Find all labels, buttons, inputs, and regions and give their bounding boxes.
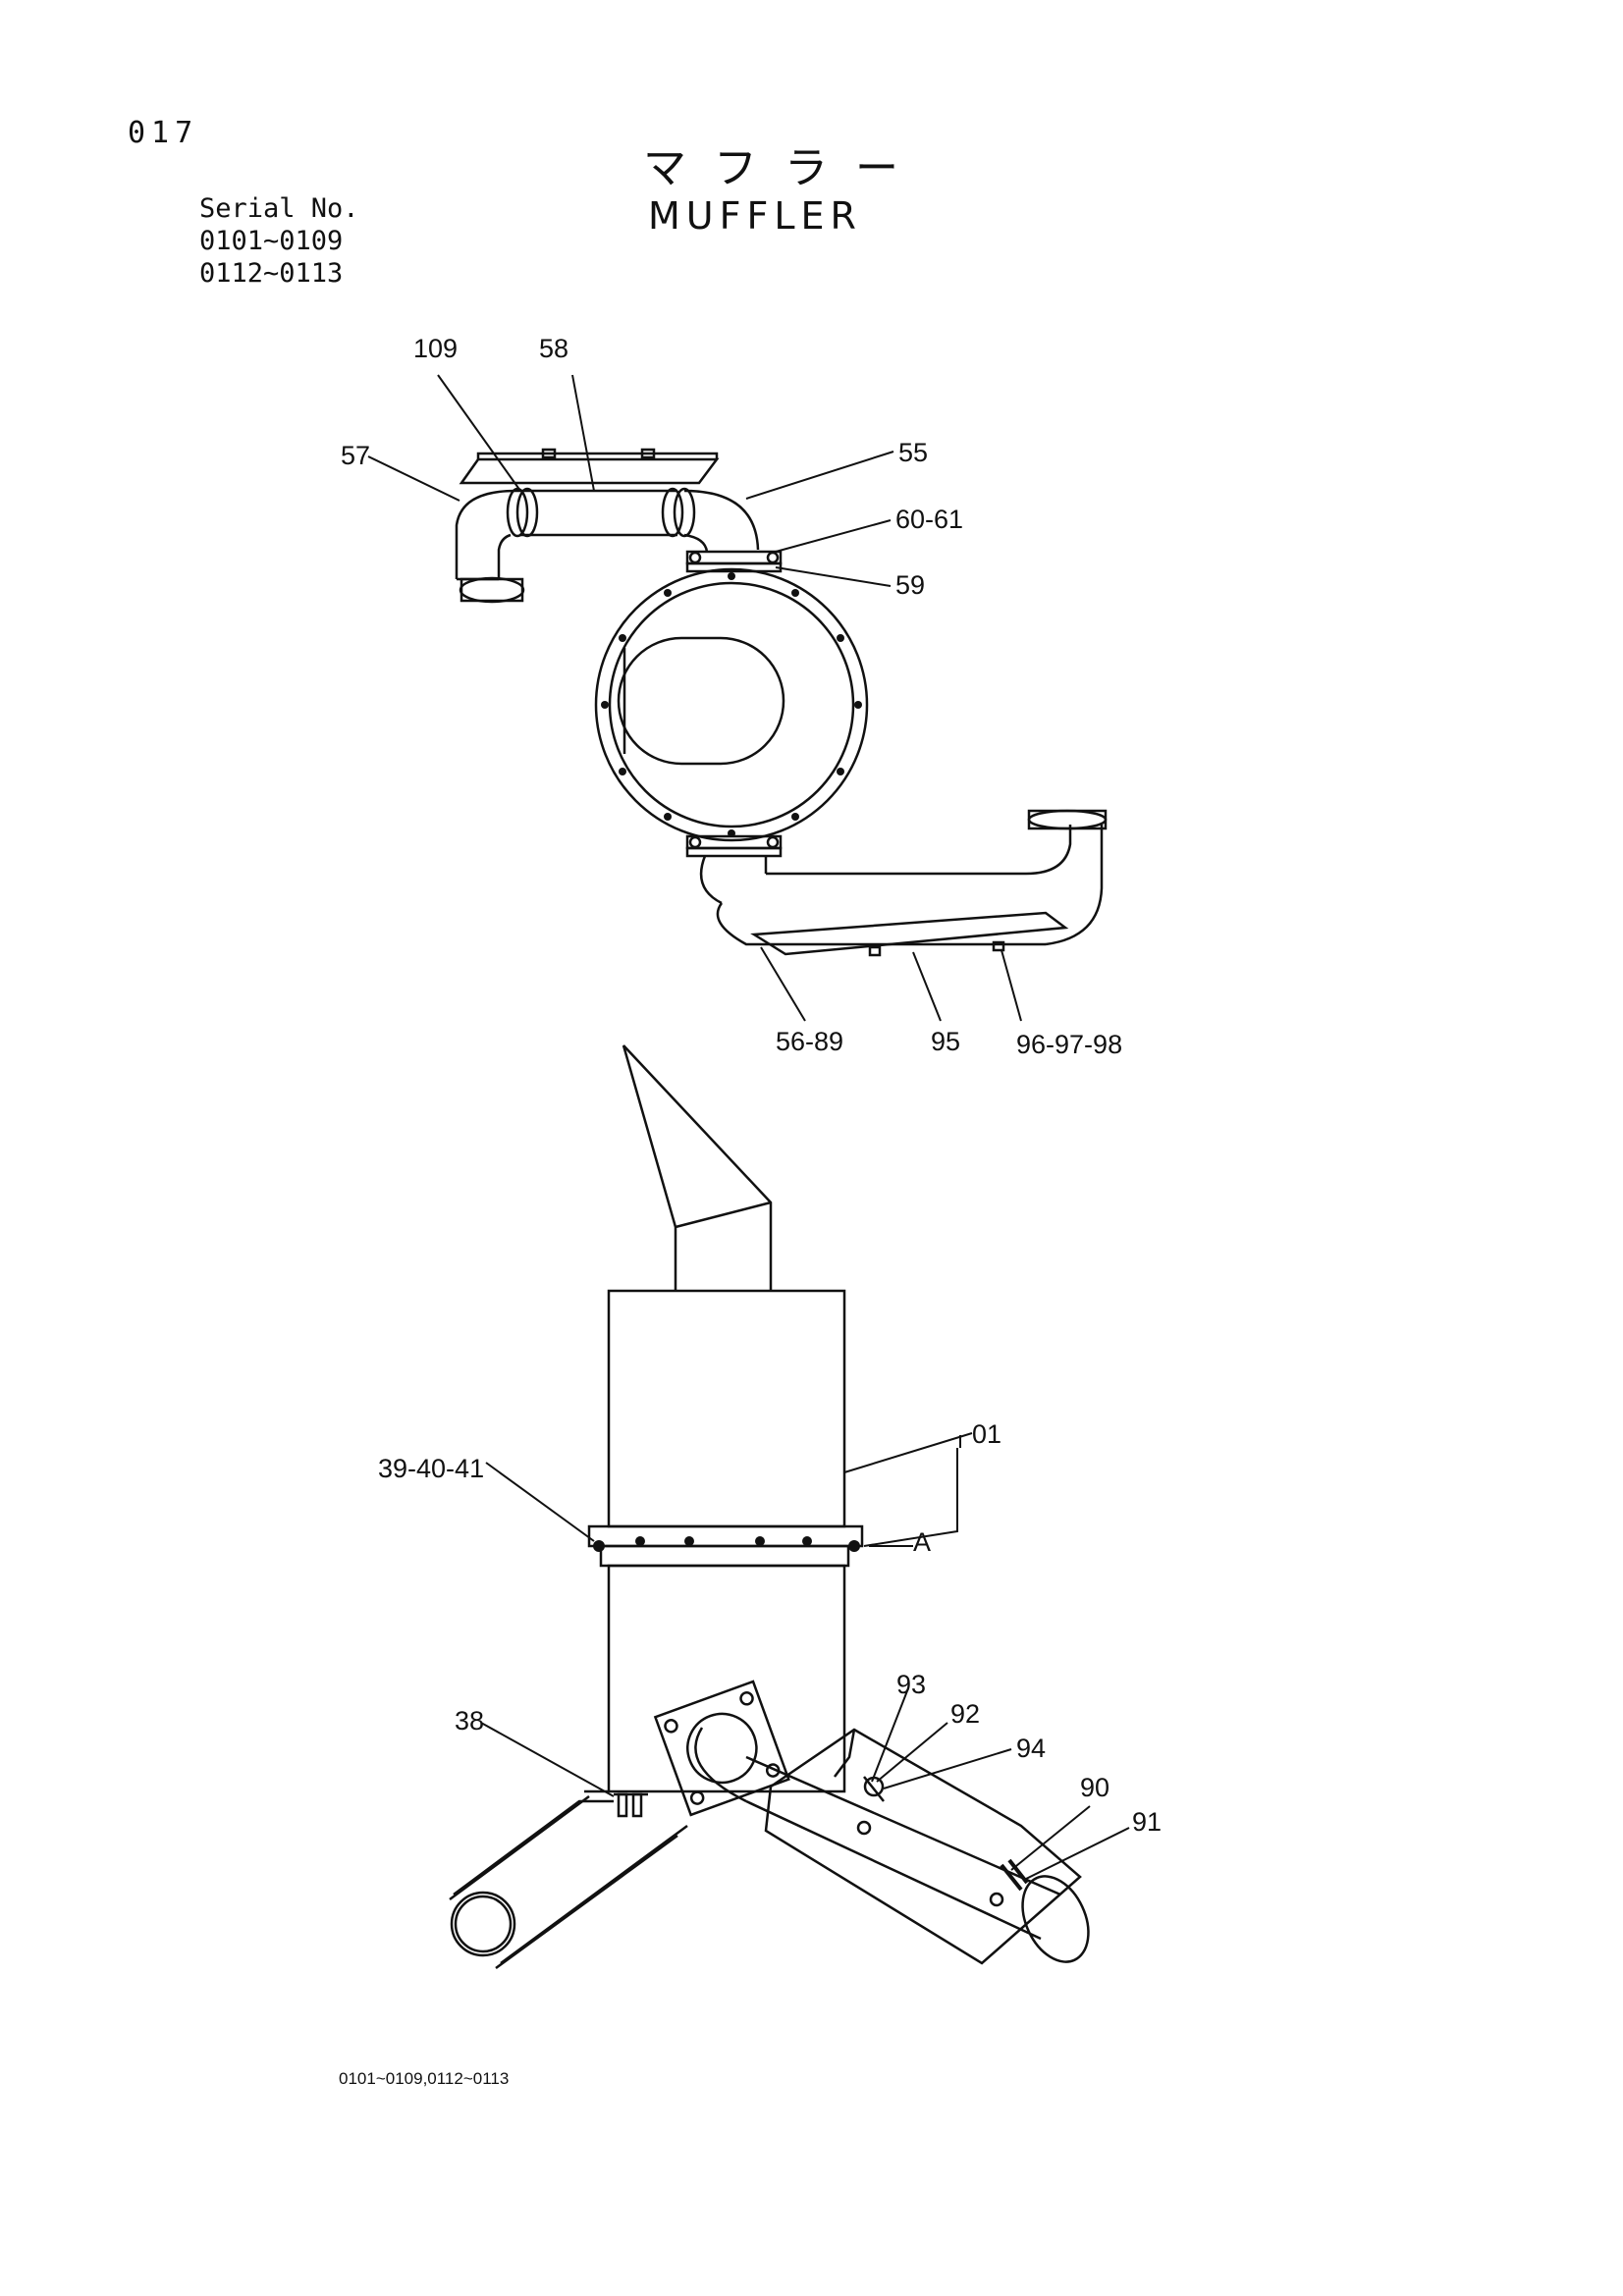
page-number: 017 <box>128 116 199 150</box>
callout-109: 109 <box>413 334 458 363</box>
callout-58: 58 <box>539 334 568 363</box>
callout-A: A <box>913 1527 931 1557</box>
footer-serial-range: 0101~0109,0112~0113 <box>339 2069 510 2088</box>
callout-01: 01 <box>972 1419 1001 1449</box>
callout-94: 94 <box>1016 1734 1046 1763</box>
callout-38: 38 <box>455 1706 484 1735</box>
serial-range-2: 0112~0113 <box>199 258 344 289</box>
callout-96-97-98: 96-97-98 <box>1016 1030 1122 1059</box>
clamp-hardware-upper <box>863 1776 885 1802</box>
serial-range-1: 0101~0109 <box>199 226 344 256</box>
serial-label: Serial No. <box>199 193 359 224</box>
callout-92: 92 <box>950 1699 980 1729</box>
top-view <box>455 448 1108 957</box>
callout-39-40-41: 39-40-41 <box>378 1454 484 1483</box>
serial-block: Serial No. 0101~0109 0112~0113 <box>199 192 359 290</box>
callout-90: 90 <box>1080 1773 1109 1802</box>
callout-95: 95 <box>931 1027 960 1056</box>
title-english: MUFFLER <box>648 194 862 238</box>
leader-lines <box>367 374 1130 1881</box>
callout-93: 93 <box>896 1670 926 1699</box>
side-view <box>449 1044 1090 1970</box>
callout-60-61: 60-61 <box>895 505 963 534</box>
callout-labels: 109 58 57 55 60-61 59 56-89 95 96-97-98 … <box>341 334 1162 1837</box>
callout-56-89: 56-89 <box>776 1027 843 1056</box>
callout-55: 55 <box>898 438 928 467</box>
title-japanese: マフラー <box>643 143 926 193</box>
callout-91: 91 <box>1132 1807 1162 1837</box>
callout-59: 59 <box>895 570 925 600</box>
callout-57: 57 <box>341 441 370 470</box>
